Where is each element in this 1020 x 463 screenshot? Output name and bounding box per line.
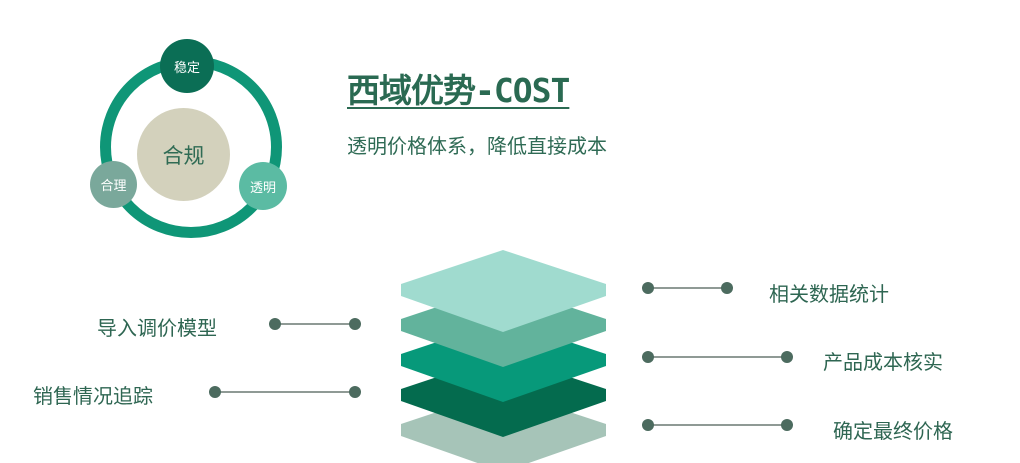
cycle-center-circle: 合规	[137, 108, 230, 201]
connector-dot	[349, 386, 361, 398]
cycle-node-top: 稳定	[160, 39, 214, 93]
layer-1	[401, 250, 606, 332]
connector-line	[648, 287, 728, 289]
right-label-2: 产品成本核实	[823, 350, 943, 374]
connector-dot	[209, 386, 221, 398]
connector-dot	[269, 318, 281, 330]
connector-line	[275, 323, 355, 325]
left-label-1: 导入调价模型	[97, 316, 217, 340]
connector-dot	[349, 318, 361, 330]
connector-dot	[781, 419, 793, 431]
connector-dot	[642, 351, 654, 363]
cycle-node-left: 合理	[90, 161, 137, 208]
connector-dot	[781, 351, 793, 363]
connector-line	[648, 356, 788, 358]
right-label-3: 确定最终价格	[833, 419, 953, 443]
connector-line	[648, 424, 788, 426]
connector-dot	[642, 419, 654, 431]
connector-line	[215, 391, 355, 393]
cycle-node-right: 透明	[239, 162, 287, 210]
page-subtitle: 透明价格体系，降低直接成本	[347, 134, 607, 158]
left-label-2: 销售情况追踪	[33, 384, 153, 408]
right-label-1: 相关数据统计	[769, 282, 889, 306]
connector-dot	[642, 282, 654, 294]
connector-dot	[721, 282, 733, 294]
page-title: 西域优势-COST	[347, 71, 570, 110]
